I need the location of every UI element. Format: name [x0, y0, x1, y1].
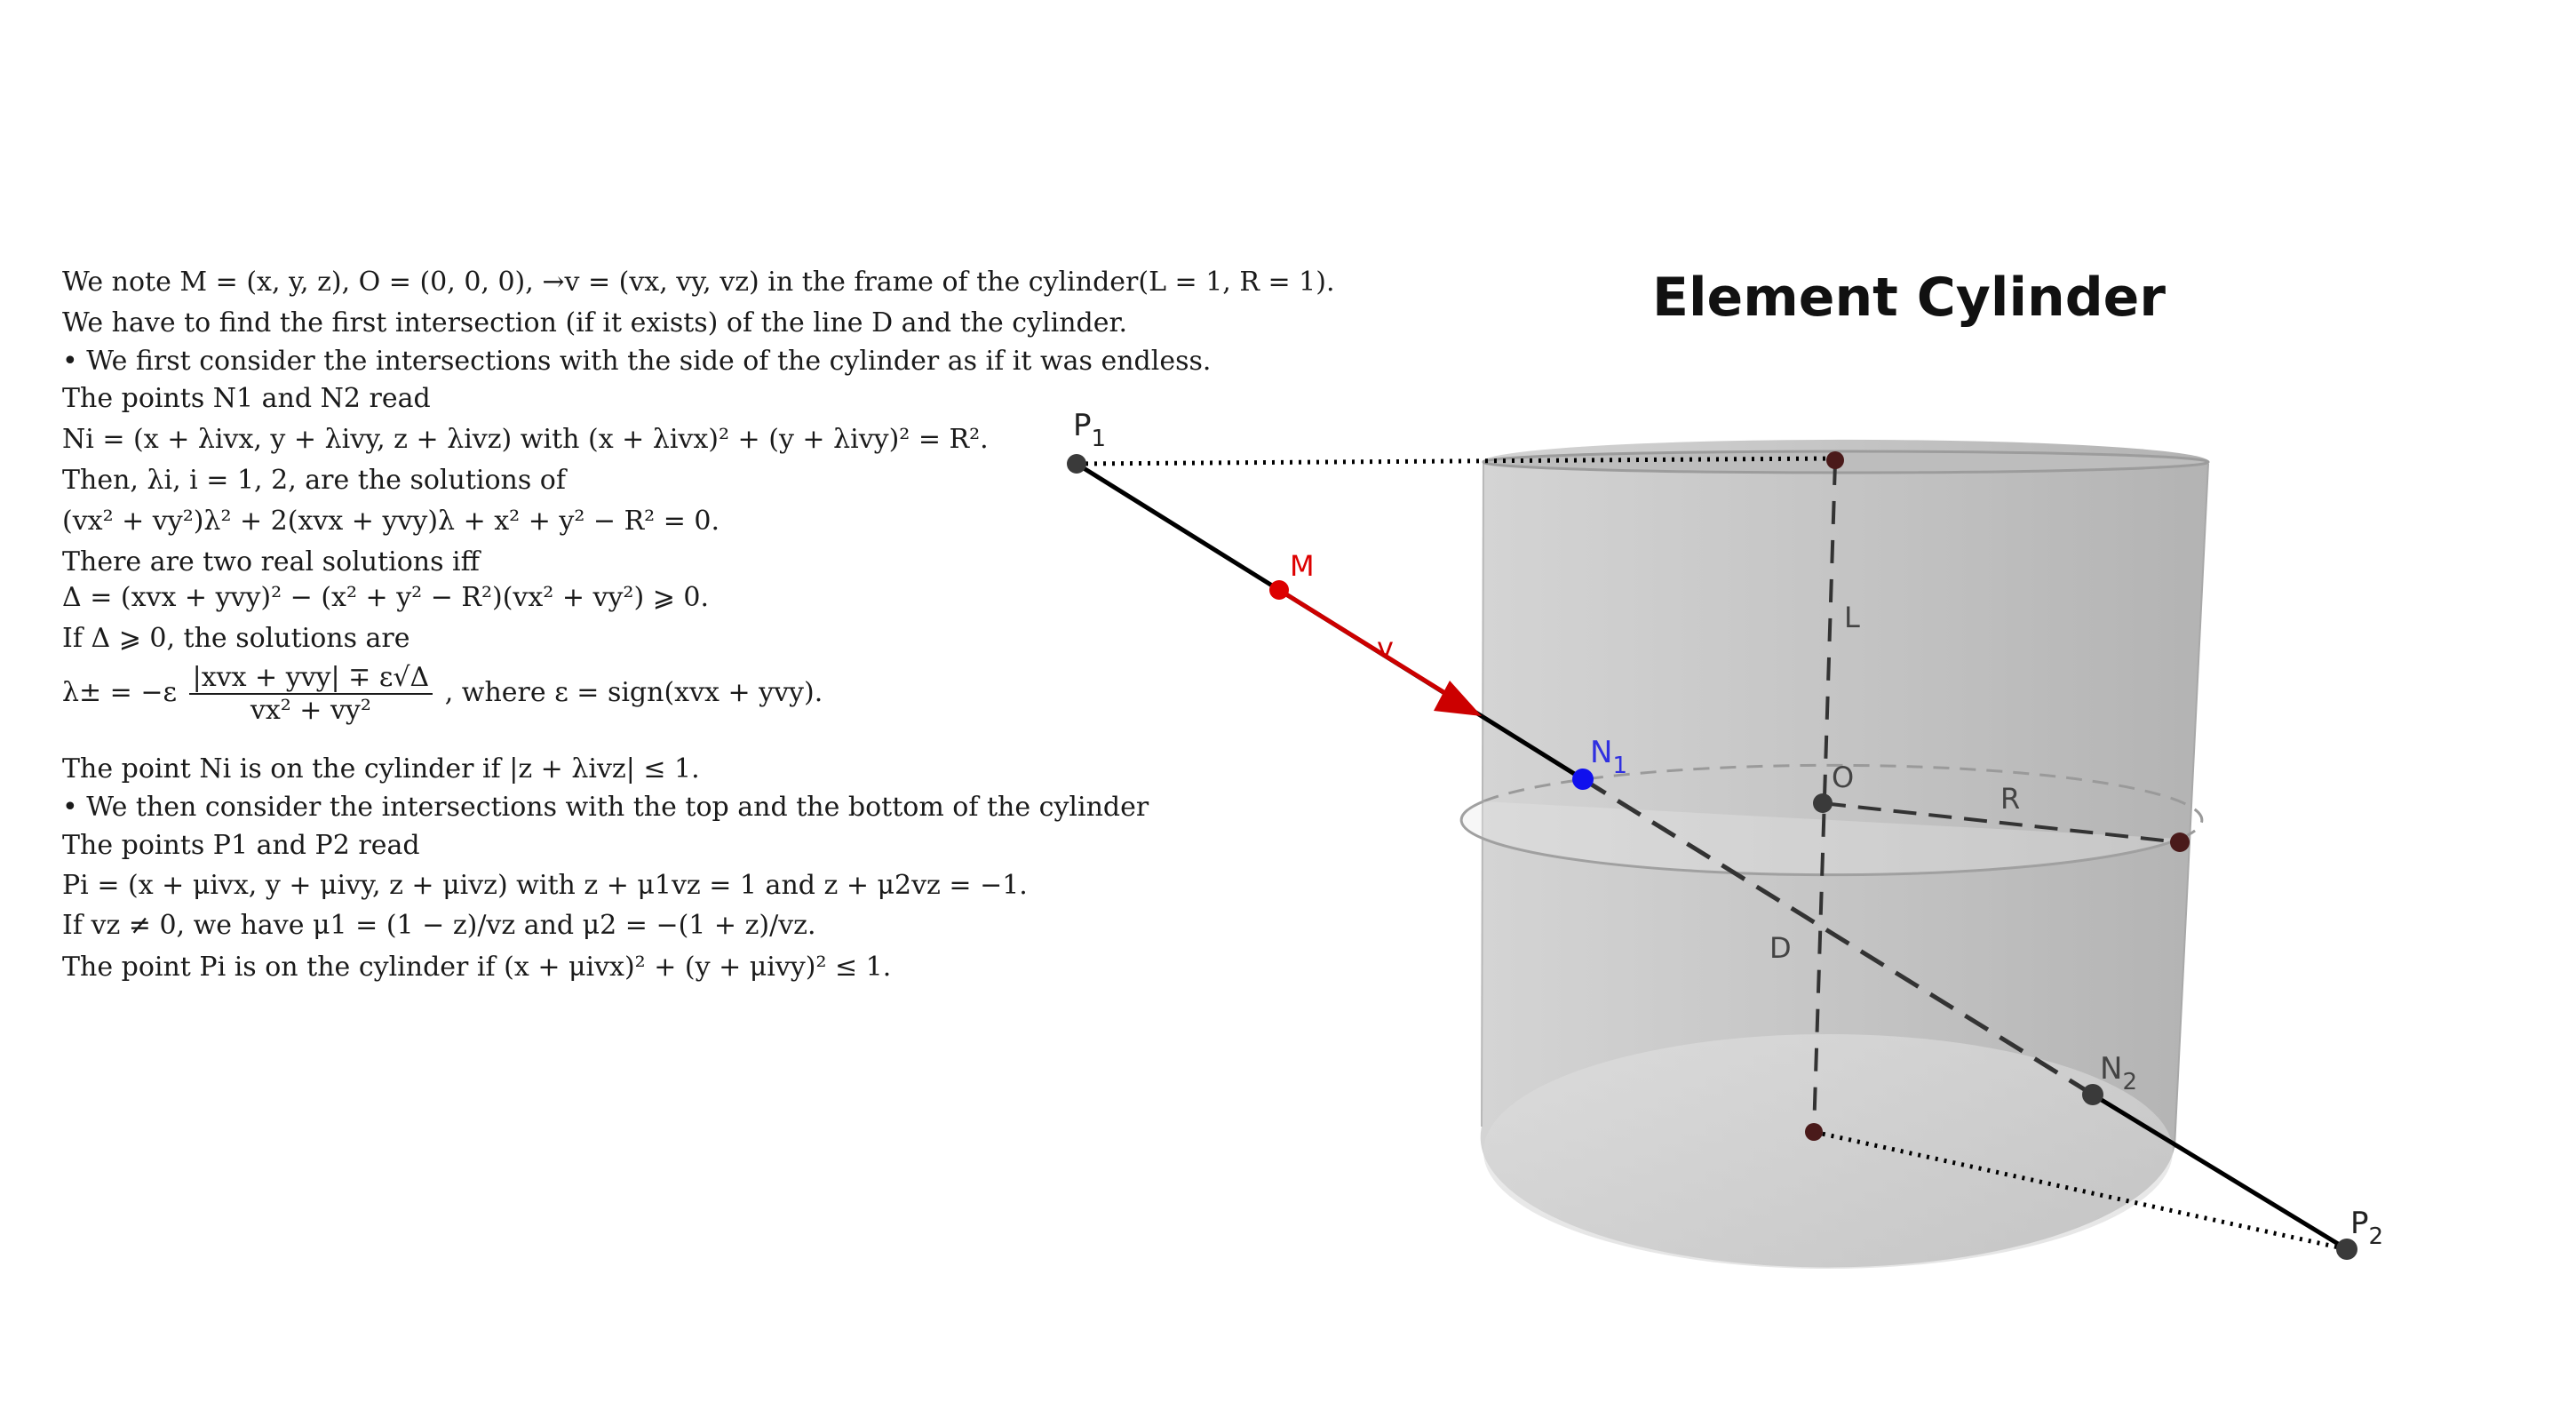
velocity-vector — [1277, 587, 1450, 697]
point-top-foot — [1826, 451, 1844, 469]
text-line-15: If vz ≠ 0, we have μ1 = (1 − z)/vz and μ… — [62, 910, 816, 941]
text-line-16: The point Pi is on the cylinder if (x + … — [62, 952, 892, 983]
text-line-5: Ni = (x + λivx, y + λivy, z + λivz) with… — [62, 424, 989, 455]
point-p1 — [1067, 454, 1086, 474]
p1-projection — [1076, 456, 1836, 466]
point-n1 — [1572, 769, 1594, 790]
cylinder-top-ellipse — [1482, 450, 2210, 474]
middle-ellipse-front — [1459, 800, 2181, 877]
radius-line — [1822, 801, 2181, 844]
text-line-3: • We first consider the intersections wi… — [62, 346, 1212, 377]
formula-denominator: vx² + vy² — [250, 695, 371, 726]
formula-numerator: |xvx + yvy| ∓ ε√Δ — [188, 662, 433, 695]
velocity-arrowhead — [1434, 681, 1482, 716]
point-p2 — [2336, 1239, 2357, 1260]
formula-fraction: |xvx + yvy| ∓ ε√Δ vx² + vy² — [188, 662, 433, 726]
label-m: M — [1290, 549, 1315, 583]
label-d: D — [1769, 931, 1792, 965]
point-bottom-foot — [1805, 1123, 1823, 1141]
formula-lambda: λ± = −ε |xvx + yvy| ∓ ε√Δ vx² + vy² , wh… — [62, 662, 823, 726]
line-d-outside-bottom — [2091, 1092, 2349, 1252]
text-line-9: Δ = (xvx + yvy)² − (x² + y² − R²)(vx² + … — [62, 582, 709, 613]
line-d-inside — [1581, 777, 2095, 1097]
cylinder-edge-left — [1481, 459, 1484, 1127]
point-n2 — [2082, 1084, 2103, 1105]
label-l: L — [1844, 601, 1860, 634]
label-v: v — [1377, 631, 1394, 665]
text-line-11: The point Ni is on the cylinder if |z + … — [62, 753, 700, 785]
point-o — [1813, 793, 1833, 813]
text-line-6: Then, λi, i = 1, 2, are the solutions of — [62, 465, 566, 496]
cylinder-edge-right — [2174, 463, 2209, 1149]
text-line-13: The points P1 and P2 read — [62, 830, 420, 861]
label-r: R — [2000, 782, 2020, 816]
cylinder-bottom — [1483, 1034, 2173, 1269]
figure-title: Element Cylinder — [1652, 267, 2166, 329]
text-line-4: The points N1 and N2 read — [62, 383, 431, 414]
point-radius-end — [2170, 832, 2190, 852]
text-line-1: We note M = (x, y, z), O = (0, 0, 0), →v… — [62, 267, 1335, 298]
label-o: O — [1832, 761, 1854, 794]
label-p2: P2 — [2350, 1206, 2383, 1250]
text-line-10: If Δ ⩾ 0, the solutions are — [62, 623, 410, 654]
p2-projection — [1813, 1129, 2348, 1252]
text-line-14: Pi = (x + μivx, y + μivy, z + μivz) with… — [62, 870, 1028, 901]
text-line-2: We have to find the first intersection (… — [62, 307, 1128, 339]
text-line-12: • We then consider the intersections wit… — [62, 792, 1149, 823]
formula-lhs: λ± = −ε — [62, 677, 178, 708]
text-line-7: (vx² + vy²)λ² + 2(xvx + yvy)λ + x² + y² … — [62, 506, 720, 537]
label-n1: N1 — [1590, 735, 1627, 779]
formula-rhs: , where ε = sign(xvx + yvy). — [444, 677, 823, 708]
text-line-8: There are two real solutions iff — [62, 546, 480, 578]
label-n2: N2 — [2100, 1051, 2137, 1095]
point-m — [1269, 580, 1289, 600]
middle-ellipse-back — [1483, 763, 2204, 840]
label-p1: P1 — [1073, 408, 1106, 452]
